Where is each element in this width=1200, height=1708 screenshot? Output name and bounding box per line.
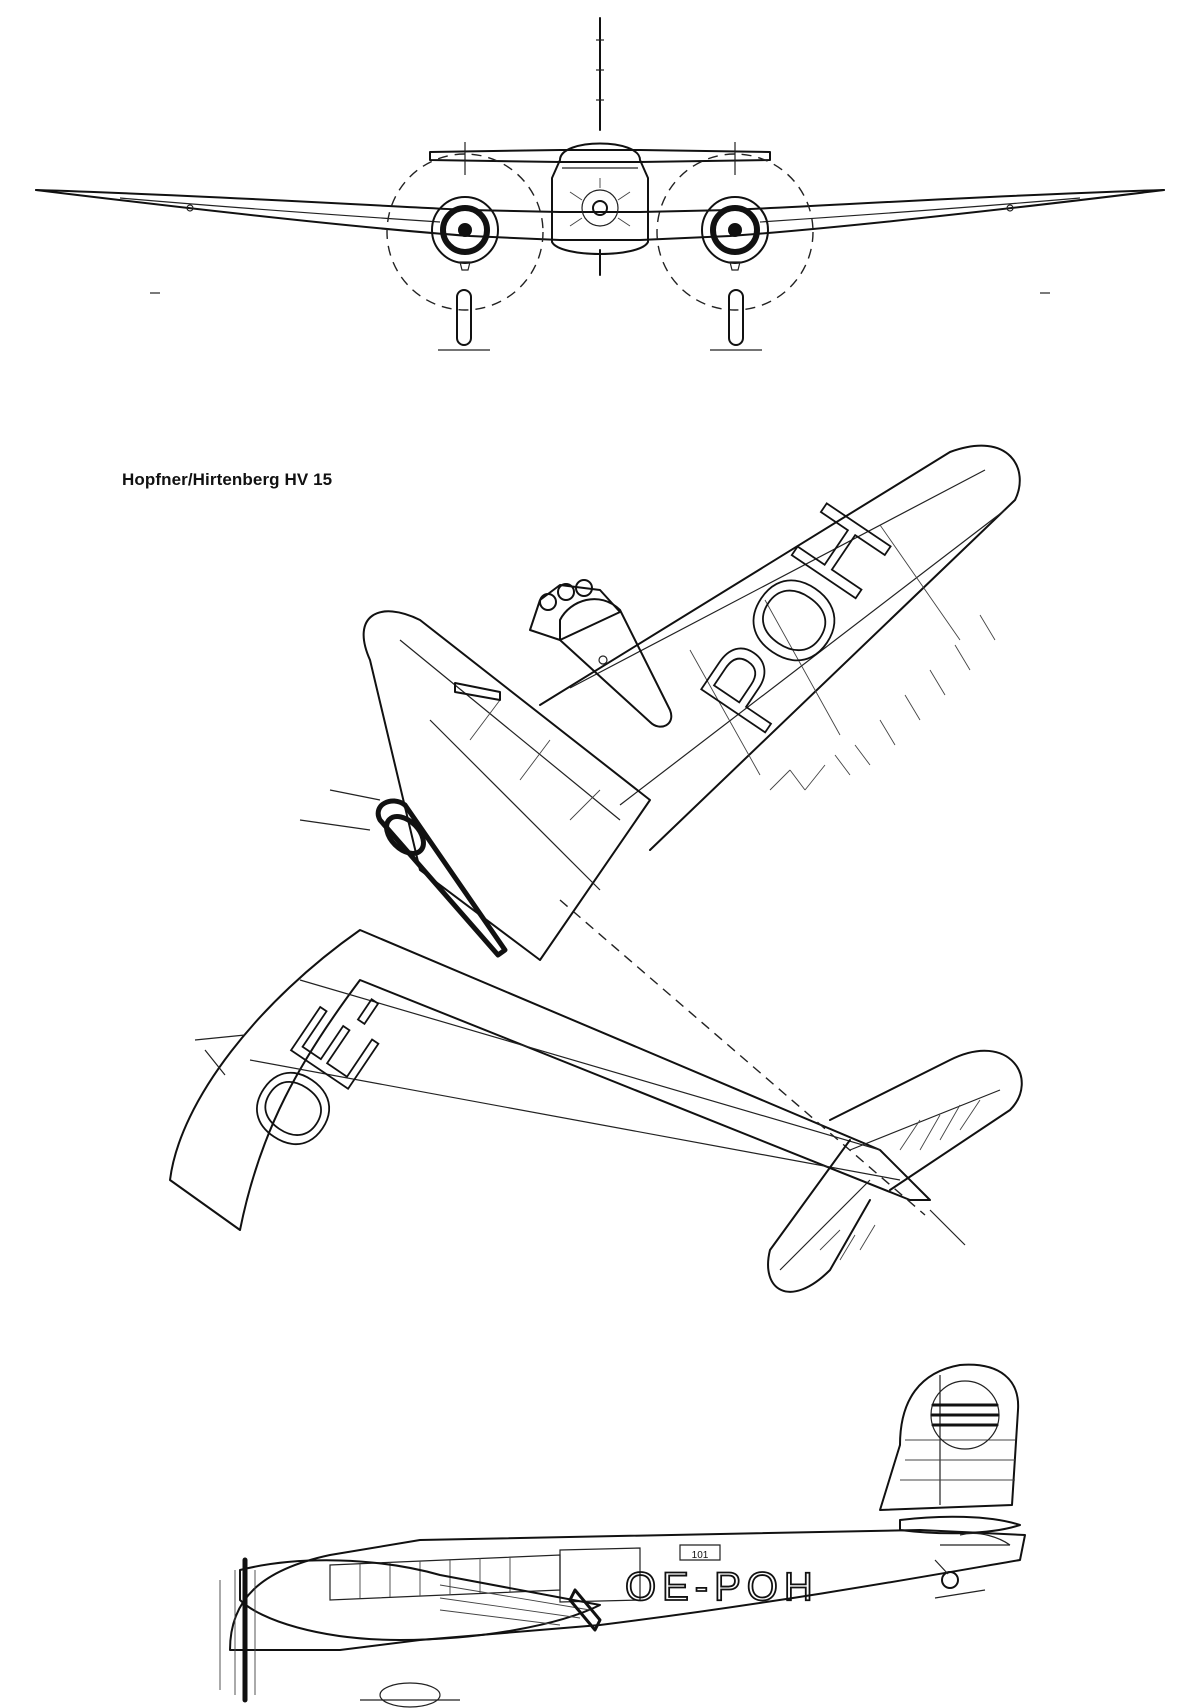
cabin-marking: 101: [692, 1550, 709, 1561]
drawing-title: Hopfner/Hirtenberg HV 15: [122, 470, 333, 489]
plan-view: POH OE-: [169, 444, 1023, 1293]
wing-registration-upper: POH: [676, 482, 915, 753]
fuselage-registration: OE-POH: [625, 1565, 819, 1609]
side-view: 101 OE-POH: [219, 1363, 1026, 1708]
wing-registration-lower: OE-: [225, 962, 417, 1172]
front-view: [35, 17, 1165, 351]
